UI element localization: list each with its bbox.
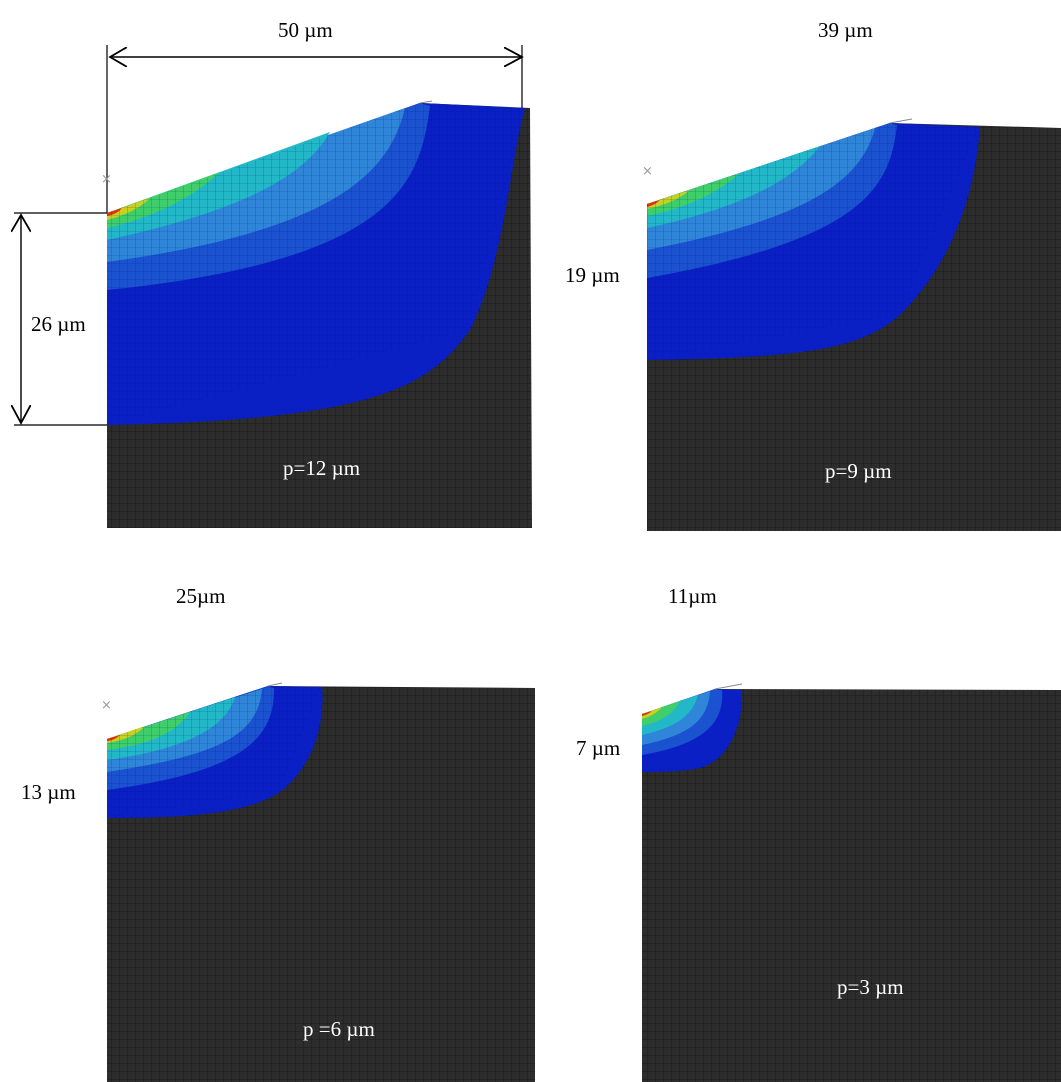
panel-c <box>107 682 535 1082</box>
panel-a <box>107 100 532 528</box>
panel-d-width-label: 11µm <box>668 584 717 608</box>
panel-a-dimensions <box>14 45 522 426</box>
panel-b-depth-label: 19 µm <box>565 263 620 287</box>
panel-a-depth-label: 26 µm <box>31 312 86 336</box>
panel-d-band-yellow <box>642 707 662 719</box>
panel-c-width-label: 25µm <box>176 584 226 608</box>
panel-d-depth-label: 7 µm <box>576 736 621 760</box>
panel-d-band-green <box>642 701 680 726</box>
panel-c-p-label: p =6 µm <box>303 1017 375 1041</box>
panel-d-band-cyan <box>642 695 698 735</box>
panel-c-depth-label: 13 µm <box>21 780 76 804</box>
panel-d-p-label: p=3 µm <box>837 975 904 999</box>
panel-b-width-label: 39 µm <box>818 18 873 42</box>
panel-b <box>647 118 1061 531</box>
panel-a-marker: × <box>101 172 112 187</box>
panel-d-band-red <box>642 711 652 716</box>
panel-a-p-label: p=12 µm <box>283 456 361 480</box>
panel-b-marker: × <box>642 164 653 179</box>
panel-d <box>642 683 1061 1082</box>
panel-b-p-label: p=9 µm <box>825 459 892 483</box>
panel-d-mesh-body <box>642 689 1061 1082</box>
panel-a-width-label: 50 µm <box>278 18 333 42</box>
panel-c-marker: × <box>101 698 112 713</box>
